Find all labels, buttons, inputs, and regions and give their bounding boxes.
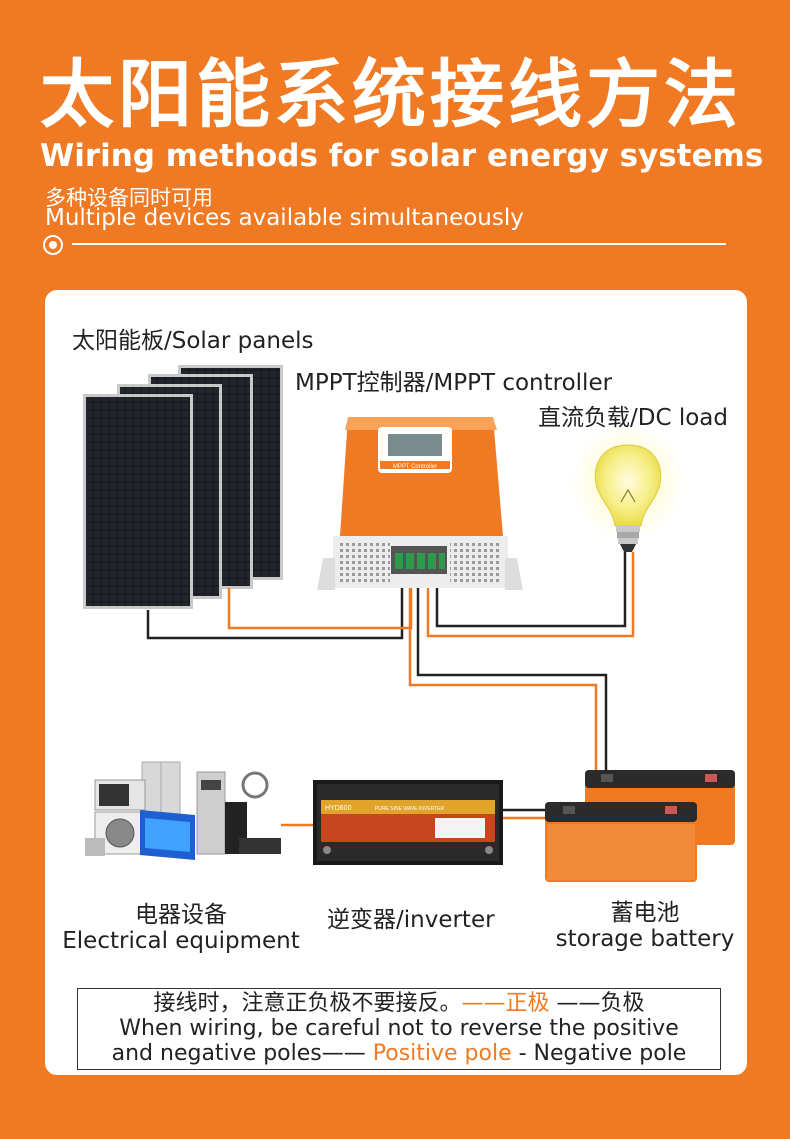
controller-screen-label: MPPT Controller bbox=[393, 464, 437, 470]
appliances-icon bbox=[85, 762, 281, 860]
appliances-label-zh: 电器设备 bbox=[45, 902, 317, 928]
notice-positive-zh: ——正极 bbox=[462, 991, 550, 1016]
batteries-icon bbox=[545, 770, 735, 882]
inverter-brand-label: HYD600 bbox=[325, 805, 352, 812]
inverter-icon: HYD600 PURE SINE WAVE INVERTER bbox=[313, 780, 503, 865]
notice-line3-text: and negative poles—— bbox=[112, 1041, 373, 1066]
notice-line1-text: 接线时，注意正负极不要接反。 bbox=[153, 991, 461, 1016]
diagram-card: MPPT Controller bbox=[45, 290, 747, 1075]
notice-negative-en: - Negative pole bbox=[512, 1041, 687, 1066]
notice-line1: 接线时，注意正负极不要接反。——正极 ——负极 bbox=[78, 991, 720, 1016]
battery-label-zh: 蓄电池 bbox=[545, 900, 745, 926]
title-en: Wiring methods for solar energy systems bbox=[40, 138, 763, 175]
battery-label-en: storage battery bbox=[545, 926, 745, 952]
subtitle-en: Multiple devices available simultaneousl… bbox=[45, 205, 524, 231]
notice-line3: and negative poles—— Positive pole - Neg… bbox=[78, 1041, 720, 1066]
target-icon bbox=[43, 235, 63, 255]
wiring-notice: 接线时，注意正负极不要接反。——正极 ——负极 When wiring, be … bbox=[77, 988, 721, 1070]
inverter-label: 逆变器/inverter bbox=[327, 907, 495, 933]
appliances-label: 电器设备 Electrical equipment bbox=[45, 902, 317, 955]
light-bulb-icon bbox=[570, 424, 686, 552]
inverter-banner-label: PURE SINE WAVE INVERTER bbox=[375, 806, 444, 812]
appliances-label-en: Electrical equipment bbox=[45, 928, 317, 954]
battery-label: 蓄电池 storage battery bbox=[545, 900, 745, 953]
subtitle-divider bbox=[72, 243, 726, 245]
title-zh: 太阳能系统接线方法 bbox=[40, 58, 742, 132]
notice-positive-en: Positive pole bbox=[373, 1041, 512, 1066]
battery-negative-wire bbox=[418, 575, 606, 778]
controller-label: MPPT控制器/MPPT controller bbox=[295, 370, 612, 396]
mppt-controller-icon: MPPT Controller bbox=[317, 417, 523, 590]
notice-negative-zh: ——负极 bbox=[550, 991, 645, 1016]
solar-panels-icon bbox=[83, 365, 283, 609]
solar-panels-label: 太阳能板/Solar panels bbox=[72, 328, 313, 354]
notice-line2: When wiring, be careful not to reverse t… bbox=[78, 1016, 720, 1041]
dc-load-label: 直流负载/DC load bbox=[538, 405, 728, 431]
